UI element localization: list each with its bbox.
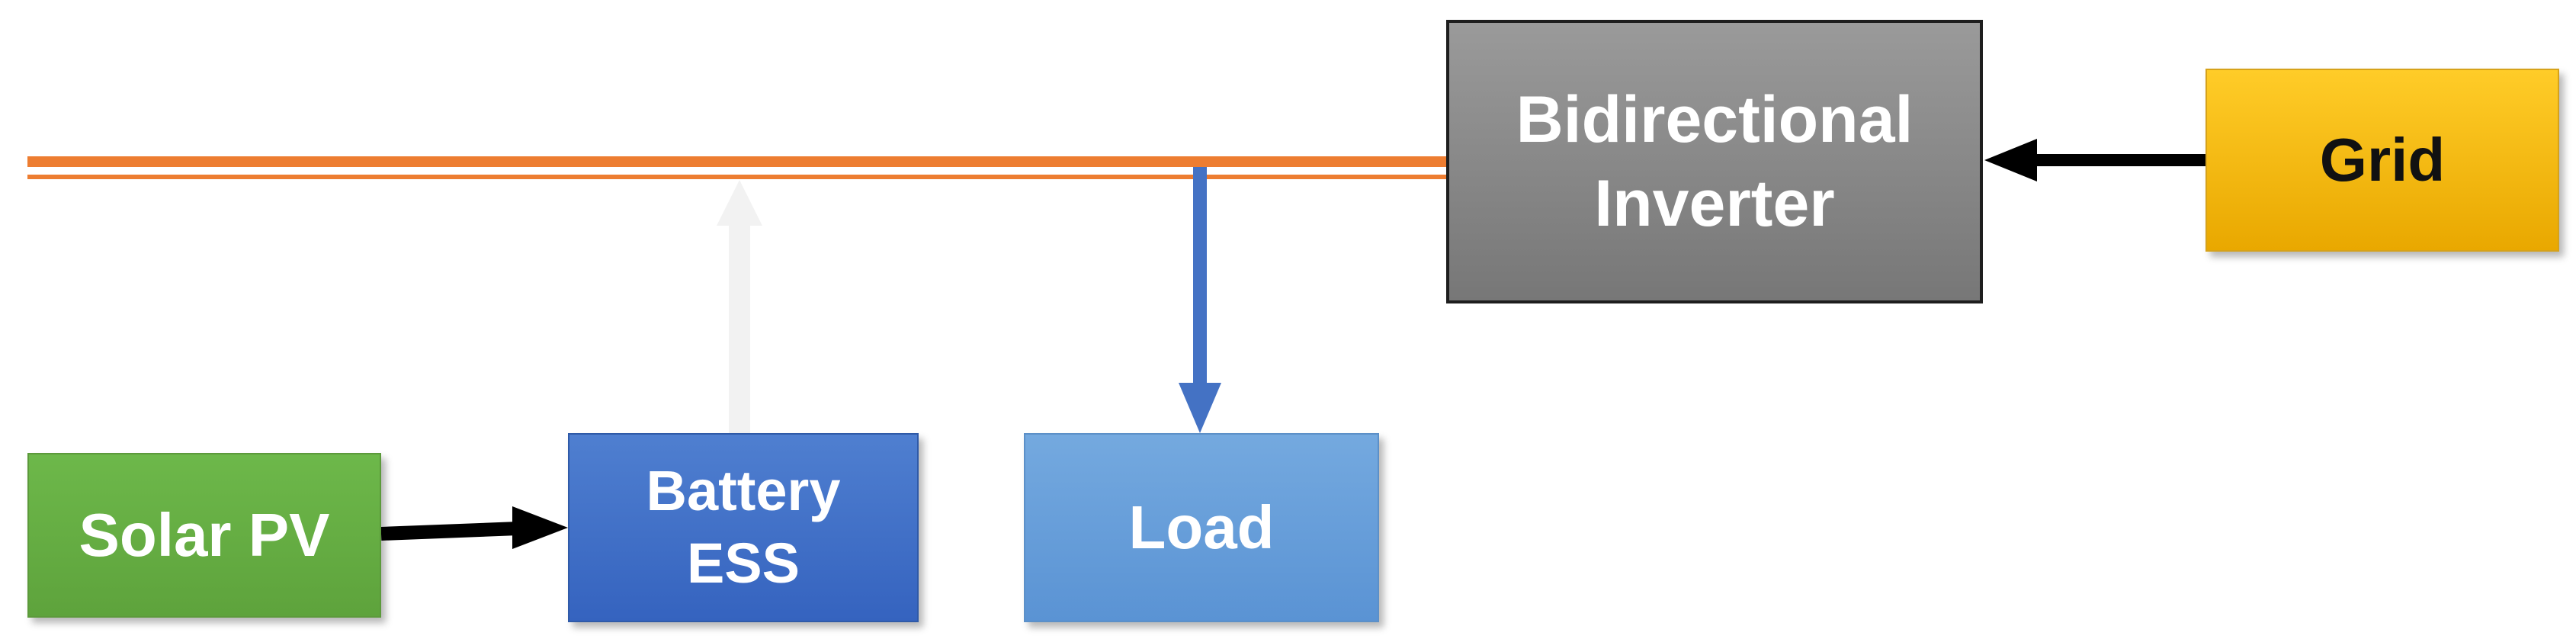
- solar-to-battery-arrow: [380, 506, 568, 549]
- bidirectional-inverter-node: Bidirectional Inverter: [1446, 20, 1983, 303]
- load-node: Load: [1024, 433, 1379, 622]
- grid-label: Grid: [2319, 125, 2446, 194]
- battery-ess-label-line2: ESS: [686, 531, 800, 595]
- inverter-label-line1: Bidirectional: [1516, 82, 1914, 156]
- solar-pv-label: Solar PV: [79, 500, 330, 569]
- grid-node: Grid: [2205, 69, 2559, 252]
- ac-bus-line: [27, 156, 1446, 179]
- battery-ess-node: Battery ESS: [568, 433, 919, 622]
- battery-to-bus-arrow: [717, 180, 762, 433]
- solar-pv-node: Solar PV: [27, 453, 381, 618]
- battery-ess-label-line1: Battery: [646, 459, 841, 523]
- load-label: Load: [1128, 493, 1275, 561]
- bus-to-load-arrow: [1179, 167, 1221, 433]
- grid-to-inverter-arrow: [1984, 139, 2205, 181]
- inverter-label-line2: Inverter: [1594, 167, 1835, 240]
